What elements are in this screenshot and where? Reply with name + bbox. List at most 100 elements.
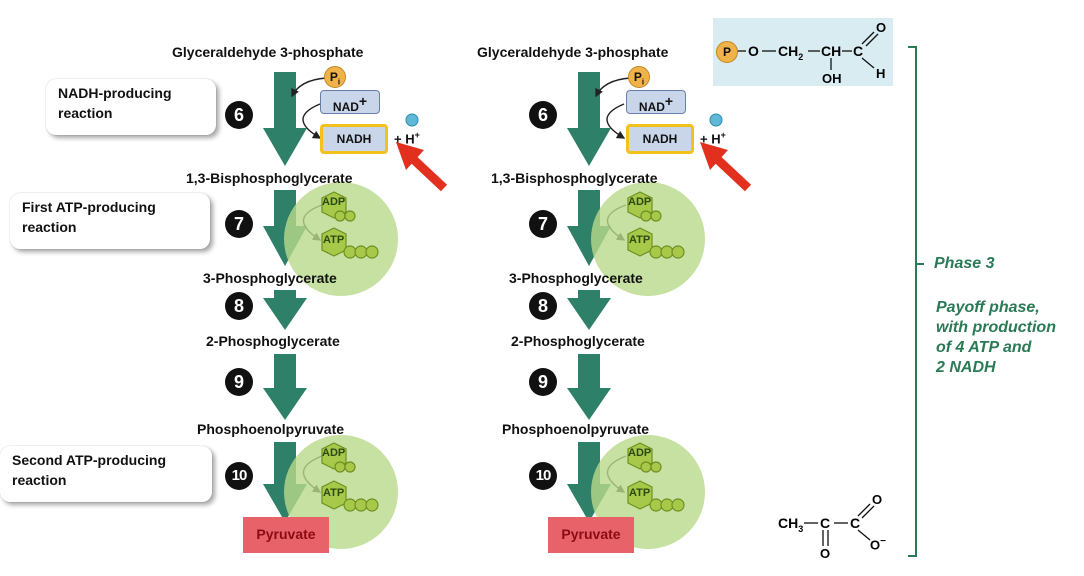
pyruvate-carboxylate-minus: − [880, 536, 886, 547]
nad-sup-left: + [358, 93, 368, 109]
callout-nadh-line2: reaction [58, 105, 113, 121]
callout-first-atp-line2: reaction [22, 219, 77, 235]
arrow-head-9-left [263, 388, 307, 420]
g3p-oxygen: O [748, 43, 759, 59]
proton-dot-right [709, 113, 723, 127]
g3p-hydroxyl: OH [822, 71, 842, 86]
g3p-structure-background [713, 18, 893, 86]
arrow-head-8-right [567, 298, 611, 330]
pyruvate-oxygen-bottom: O [820, 546, 831, 561]
pi-letter-left: P [329, 70, 338, 84]
arrow-head-6-left [263, 128, 307, 166]
metabolite-g3p-left: Glyceraldehyde 3-phosphate [172, 44, 364, 60]
metabolite-bpg-right: 1,3-Bisphosphoglycerate [491, 170, 658, 186]
g3p-carbon: C [853, 43, 864, 59]
arrow-shaft-8-left [274, 290, 296, 300]
red-arrow-left [396, 142, 448, 192]
red-arrow-right [700, 142, 752, 192]
plus-h-text-left: + H [394, 131, 415, 147]
step-6-badge-right: 6 [529, 101, 557, 129]
adp-label-right-7: ADP [628, 196, 652, 208]
h-sup-right: + [720, 130, 726, 140]
metabolite-2pg-left: 2-Phosphoglycerate [206, 333, 340, 349]
arrow-shaft-6-left [274, 72, 296, 130]
step-7-badge-left: 7 [225, 210, 253, 238]
step-9-badge-right: 9 [529, 368, 557, 396]
pyruvate-ch3-text: CH [778, 515, 799, 531]
arrow-shaft-9-left [274, 354, 296, 390]
callout-second-atp-line2: reaction [12, 472, 67, 488]
metabolite-pep-right: Phosphoenolpyruvate [502, 421, 650, 437]
nadh-pill-left: NADH [320, 124, 388, 154]
metabolite-pep-left: Phosphoenolpyruvate [197, 421, 345, 437]
step-6-badge-left: 6 [225, 101, 253, 129]
step-10-badge-right: 10 [529, 462, 557, 490]
nad-label-left: NAD [332, 100, 359, 114]
pyruvate-carboxylate-o: O [870, 537, 881, 553]
callout-second-atp: Second ATP-producing reaction [0, 446, 212, 502]
metabolite-bpg-left: 1,3-Bisphosphoglycerate [186, 170, 353, 186]
g3p-aldehyde-oxygen: O [876, 20, 887, 35]
pyruvate-ch3: CH3 [778, 515, 803, 534]
atp-label-left-7: ATP [323, 234, 345, 246]
arrow-head-9-right [567, 388, 611, 420]
plus-h-left: + H+ [394, 130, 420, 146]
g3p-phosphate-circle: P [716, 41, 738, 63]
phase-desc-line4: 2 NADH [936, 359, 996, 376]
phase-label: Phase 3 [934, 255, 995, 272]
step-10-badge-left: 10 [225, 462, 253, 490]
pi-curve-left [291, 77, 327, 98]
pi-sub-right: i [641, 77, 645, 87]
adp-label-right-10: ADP [628, 447, 652, 459]
phosphate-badge-left: Pi [324, 66, 346, 88]
metabolite-3pg-left: 3-Phosphoglycerate [203, 270, 337, 286]
plus-h-text-right: + H [700, 131, 721, 147]
metabolite-pyruvate-left: Pyruvate [243, 517, 329, 553]
g3p-ch: CH [821, 43, 842, 59]
adp-atp-glyphs [321, 191, 685, 512]
phase-desc-line2: with production [936, 319, 1056, 336]
g3p-hydrogen: H [876, 66, 886, 81]
arrow-head-8-left [263, 298, 307, 330]
pyruvate-structure-bonds [804, 503, 875, 546]
arrow-shaft-6-right [578, 72, 600, 130]
nad-plus-pill-right: NAD+ [626, 90, 686, 114]
h-sup-left: + [414, 130, 420, 140]
phase-desc-line1: Payoff phase, [936, 299, 1040, 316]
pyruvate-carboxylate: O− [870, 536, 886, 552]
step-9-badge-left: 9 [225, 368, 253, 396]
plus-h-right: + H+ [700, 130, 726, 146]
pi-letter-right: P [633, 70, 642, 84]
nadh-pill-right: NADH [626, 124, 694, 154]
step-8-badge-left: 8 [225, 292, 253, 320]
phosphate-badge-right: Pi [628, 66, 650, 88]
atp-label-left-10: ATP [323, 487, 345, 499]
adp-label-left-7: ADP [322, 196, 346, 208]
arrow-head-6-right [567, 128, 611, 166]
arrow-shaft-7-right [578, 190, 600, 228]
metabolite-g3p-right: Glyceraldehyde 3-phosphate [477, 44, 669, 60]
callout-first-atp-line1: First ATP-producing [22, 199, 156, 215]
metabolite-2pg-right: 2-Phosphoglycerate [511, 333, 645, 349]
nad-plus-pill-left: NAD+ [320, 90, 380, 114]
step-8-badge-right: 8 [529, 292, 557, 320]
proton-dot-left [405, 113, 419, 127]
phase-description: Payoff phase, with production of 4 ATP a… [936, 298, 1056, 378]
pi-sub-left: i [337, 77, 341, 87]
pyruvate-c2: C [850, 515, 861, 531]
callout-first-atp: First ATP-producing reaction [10, 193, 210, 249]
atp-label-right-7: ATP [629, 234, 651, 246]
atp-label-right-10: ATP [629, 487, 651, 499]
nad-label-right: NAD [638, 100, 665, 114]
pyruvate-c1: C [820, 515, 831, 531]
pyruvate-oxygen-top: O [872, 492, 883, 507]
arrow-shaft-8-right [578, 290, 600, 300]
nad-curve-left [302, 103, 322, 139]
step-7-badge-right: 7 [529, 210, 557, 238]
pi-curve-right [595, 77, 631, 98]
metabolite-pyruvate-right: Pyruvate [548, 517, 634, 553]
phase-bracket [908, 46, 924, 557]
nad-curve-right [606, 103, 626, 139]
